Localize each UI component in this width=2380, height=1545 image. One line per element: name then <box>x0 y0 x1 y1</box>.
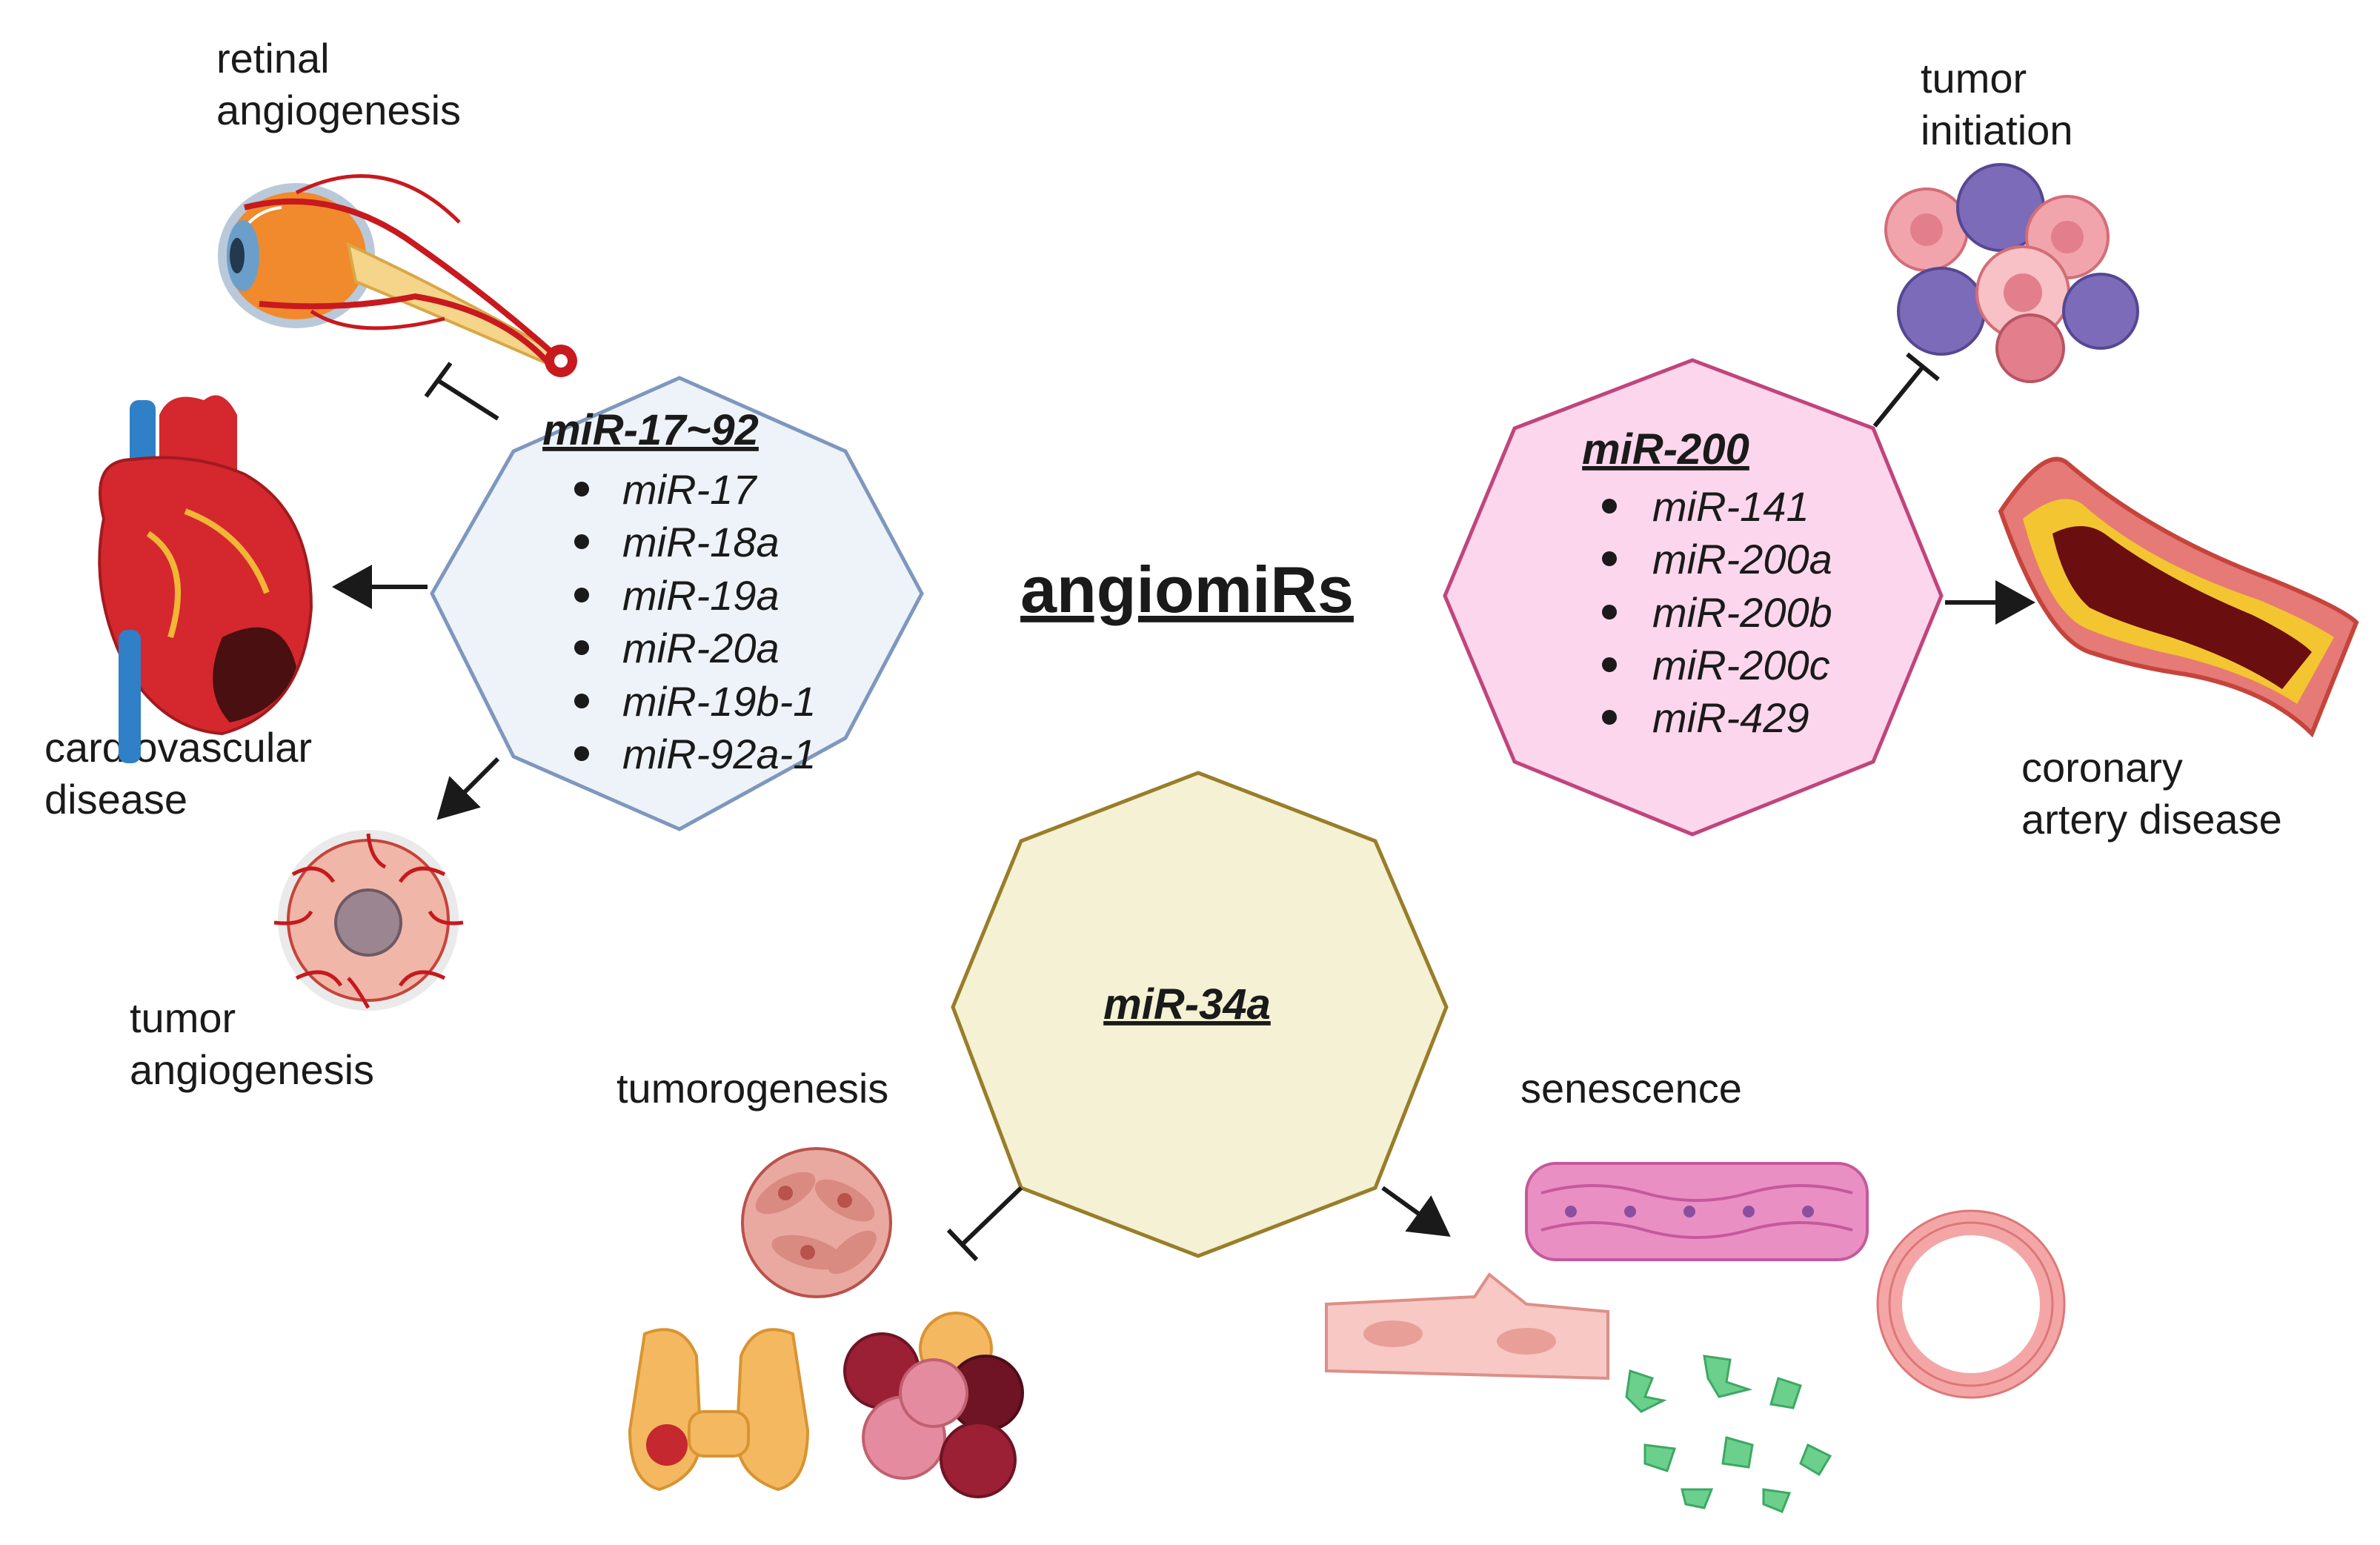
mir17-cluster: miR-17~92 miR-17 miR-18a miR-19a miR-20a… <box>430 376 924 831</box>
mir17-list: miR-17 miR-18a miR-19a miR-20a miR-19b-1… <box>574 466 816 777</box>
cell-cluster-icon <box>843 1312 1024 1498</box>
arrow-senescence <box>1381 1186 1451 1237</box>
label-cardio: cardiovascular <box>44 724 312 771</box>
mir200-octagon <box>1443 358 1944 837</box>
label-coronary: coronary <box>2021 744 2183 791</box>
mir34-octagon <box>951 771 1449 1258</box>
mir200-list: miR-141 miR-200a miR-200b miR-200c miR-4… <box>1602 483 1832 741</box>
inhibit-tumorogenesis-bar <box>946 1228 979 1262</box>
mir200-title: miR-200 <box>1582 425 1749 474</box>
vessel-ring-icon <box>1876 1209 2066 1399</box>
label-tumor-init-2: initiation <box>1921 107 2072 153</box>
main-title: angiomiRs <box>1020 553 1354 626</box>
outcome-labels: retinal angiogenesis cardiovascular dise… <box>44 35 2282 1112</box>
artery-plaque-icon <box>1998 456 2359 738</box>
muscle-cell-icon <box>1325 1272 1609 1380</box>
thyroid-icon <box>628 1328 810 1492</box>
mir17-title: miR-17~92 <box>542 406 759 454</box>
mir17-item: miR-92a-1 <box>622 731 816 777</box>
mir200-item: miR-141 <box>1652 483 1809 530</box>
cancer-cells-icon <box>741 1147 892 1298</box>
eye-icon <box>218 174 577 377</box>
label-retinal-2: angiogenesis <box>216 87 461 133</box>
mir200-item: miR-200b <box>1652 589 1832 636</box>
mir17-item: miR-19b-1 <box>622 678 816 725</box>
label-tumor-angio-2: angiogenesis <box>130 1046 374 1093</box>
label-cardio-2: disease <box>44 776 187 823</box>
mir200-cluster: miR-200 miR-141 miR-200a miR-200b miR-20… <box>1443 358 1944 837</box>
label-senescence: senescence <box>1520 1065 1742 1112</box>
mir200-item: miR-200a <box>1652 536 1832 582</box>
label-retinal: retinal <box>216 35 330 82</box>
label-tumor-init: tumor <box>1921 55 2027 102</box>
connectors <box>332 352 2035 1262</box>
mir17-octagon <box>430 376 924 831</box>
inhibit-retinal-bar <box>424 362 453 398</box>
inhibit-retinal-line <box>437 379 499 421</box>
inhibit-tumorogenesis-line <box>961 1186 1023 1246</box>
heart-icon <box>98 395 313 763</box>
label-tumor-angio: tumor <box>130 994 236 1041</box>
fibroblast-icon <box>1608 1330 1860 1513</box>
inhibit-tumor-init-bar <box>1906 352 1940 382</box>
arrow-tumor-angio <box>436 757 500 820</box>
mir17-item: miR-20a <box>622 625 780 671</box>
mir34-cluster: miR-34a <box>951 771 1449 1258</box>
label-coronary-2: artery disease <box>2021 796 2282 843</box>
tumor-vascular-icon <box>273 830 464 1011</box>
mir200-item: miR-200c <box>1652 642 1830 688</box>
mir17-item: miR-19a <box>622 572 780 619</box>
inhibit-tumor-init-line <box>1872 365 1925 428</box>
mir34-title: miR-34a <box>1103 980 1271 1029</box>
mir200-item: miR-429 <box>1652 694 1809 741</box>
mir17-item: miR-18a <box>622 519 780 565</box>
tumor-cells-icon <box>1884 163 2139 383</box>
mir17-item: miR-17 <box>622 466 757 513</box>
label-tumorogenesis: tumorogenesis <box>616 1065 888 1112</box>
epithelial-sheet-icon <box>1525 1162 1869 1261</box>
